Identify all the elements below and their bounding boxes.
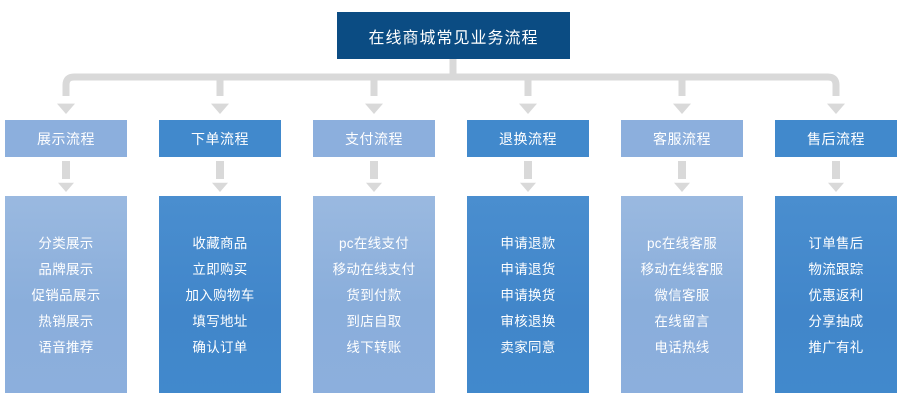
flow-item[interactable]: 语音推荐 [38,339,94,355]
column-body: 申请退款申请退货申请换货审核退换卖家同意 [467,196,589,393]
flow-item[interactable]: 申请换货 [500,287,556,303]
column-body: pc在线客服移动在线客服微信客服在线留言电话热线 [621,196,743,393]
flow-item[interactable]: 优惠返利 [808,287,864,303]
diagram-title: 在线商城常见业务流程 [337,12,570,59]
flow-item[interactable]: 促销品展示 [31,287,101,303]
flow-item[interactable]: 到店自取 [346,313,402,329]
flow-item[interactable]: 货到付款 [346,287,402,303]
column-header[interactable]: 下单流程 [159,120,281,157]
flow-item[interactable]: 申请退款 [500,235,556,251]
flow-item[interactable]: pc在线客服 [646,235,718,251]
flow-item[interactable]: 卖家同意 [500,339,556,355]
column-header[interactable]: 客服流程 [621,120,743,157]
column-body: 收藏商品立即购买加入购物车填写地址确认订单 [159,196,281,393]
flow-item[interactable]: 订单售后 [808,235,864,251]
column-header[interactable]: 售后流程 [775,120,897,157]
flow-item[interactable]: 加入购物车 [185,287,255,303]
flow-item[interactable]: 申请退货 [500,261,556,277]
flow-item[interactable]: 推广有礼 [808,339,864,355]
column-header[interactable]: 展示流程 [5,120,127,157]
flow-item[interactable]: 微信客服 [654,287,710,303]
flow-item[interactable]: 线下转账 [346,339,402,355]
flow-item[interactable]: 电话热线 [654,339,710,355]
flow-item[interactable]: 热销展示 [38,313,94,329]
flow-item[interactable]: 分类展示 [38,235,94,251]
flow-item[interactable]: 移动在线支付 [332,261,416,277]
flow-item[interactable]: 分享抽成 [808,313,864,329]
flow-item[interactable]: 收藏商品 [192,235,248,251]
flow-item[interactable]: 物流跟踪 [808,261,864,277]
flow-item[interactable]: 填写地址 [192,313,248,329]
flow-item[interactable]: pc在线支付 [338,235,410,251]
column-header[interactable]: 支付流程 [313,120,435,157]
flow-item[interactable]: 审核退换 [500,313,556,329]
column-header[interactable]: 退换流程 [467,120,589,157]
column-body: 订单售后物流跟踪优惠返利分享抽成推广有礼 [775,196,897,393]
column-body: 分类展示品牌展示促销品展示热销展示语音推荐 [5,196,127,393]
flow-item[interactable]: 在线留言 [654,313,710,329]
column-body: pc在线支付移动在线支付货到付款到店自取线下转账 [313,196,435,393]
flow-item[interactable]: 立即购买 [192,261,248,277]
flow-item[interactable]: 移动在线客服 [640,261,724,277]
flow-item[interactable]: 品牌展示 [38,261,94,277]
flow-item[interactable]: 确认订单 [192,339,248,355]
